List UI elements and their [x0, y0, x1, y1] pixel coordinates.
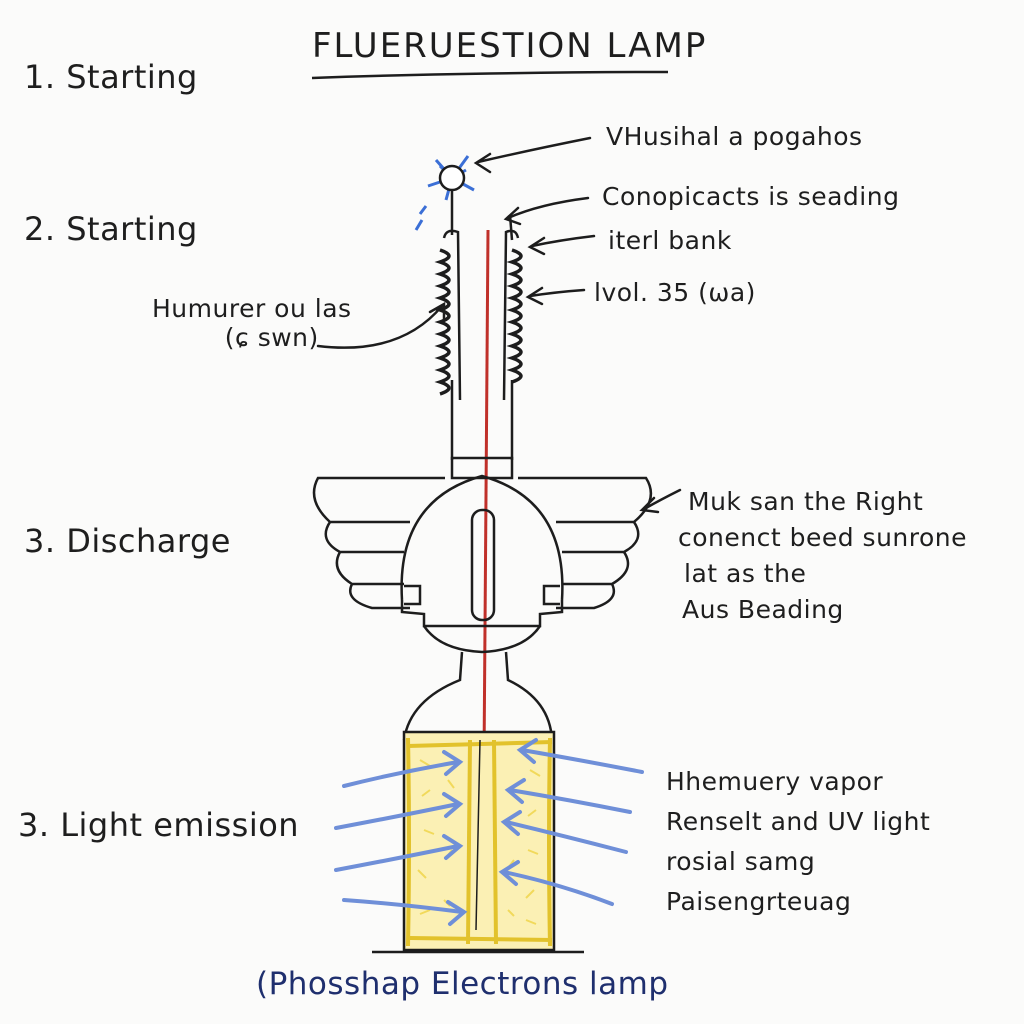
annotation-middle-right-line-2: conenct beed sunrone [678, 523, 968, 552]
step-2-label: 2. Starting [24, 210, 198, 248]
annotation-left-coil: Humurer ou las (ɕ swn) [152, 294, 352, 352]
step-4-label: 3. Light emission [18, 806, 300, 844]
uv-arrows-right [498, 738, 644, 906]
annotation-top-right-1: VHusihal a pogahos [606, 122, 863, 151]
annotation-middle-right-line-4: Aus Beading [682, 595, 844, 624]
annotation-middle-right: Muk san the Right conenct beed sunrone l… [678, 484, 967, 628]
annotation-middle-right-line-3: lat as the [684, 559, 807, 588]
bottle-neck [402, 651, 554, 741]
diagram-caption: (Phosshap Electrons lamp [256, 966, 669, 1002]
page-title: FLUERUESTION LAMP [312, 26, 708, 66]
annotation-bottom-right-line-2: Renselt and UV light [666, 807, 931, 836]
step-3-label: 3. Discharge [24, 522, 231, 560]
neck-collar [450, 456, 514, 480]
left-fins [312, 476, 445, 610]
annotation-bottom-right-line-3: rosial samg [666, 847, 816, 876]
annotation-middle-right-line-1: Muk san the Right [688, 487, 924, 516]
step-1-label: 1. Starting [24, 58, 198, 96]
electrode-leads [442, 190, 520, 460]
annotation-top-right-4: lvol. 35 (ωa) [594, 278, 756, 307]
phosphor-coating [406, 737, 553, 947]
right-fins [518, 476, 653, 610]
right-coil [506, 248, 523, 384]
annotation-bottom-right: Hhemuery vapor Renselt and UV light rosi… [666, 762, 930, 922]
filament-wire [482, 229, 490, 761]
spark-icon [414, 155, 475, 231]
left-coil [434, 248, 451, 396]
annotation-left-coil-line-1: Humurer ou las [152, 294, 352, 323]
title-underline [311, 70, 669, 80]
annotation-top-right-2: Conopicacts is seading [602, 182, 900, 211]
annotation-bottom-right-line-4: Paisengrteuag [666, 887, 852, 916]
annotation-bottom-right-line-1: Hhemuery vapor [666, 767, 884, 796]
ball-housing [400, 474, 564, 654]
annotation-left-coil-line-2: (ɕ swn) [224, 323, 319, 352]
uv-arrows-left [334, 750, 468, 926]
pointer-arrows [316, 136, 682, 514]
annotation-top-right-3: iterl bank [608, 226, 732, 255]
inner-filament [475, 739, 481, 931]
